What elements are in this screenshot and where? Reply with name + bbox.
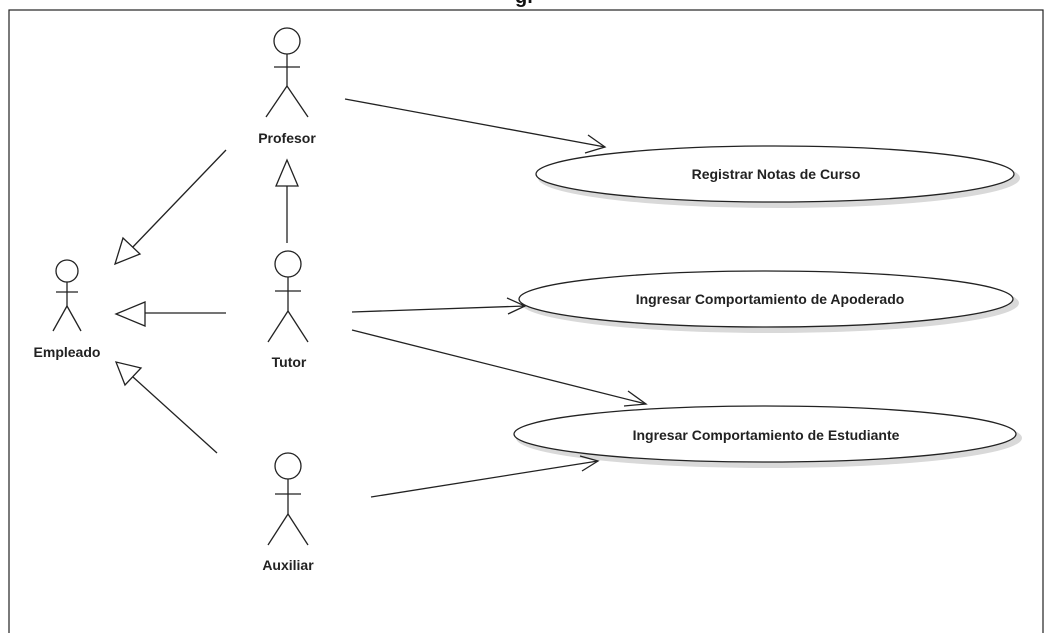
association-arrowhead: [623, 390, 648, 407]
diagram-title: gr: [425, 0, 625, 9]
diagram-border: [8, 9, 1044, 633]
association-profesor-registrar-notas: [344, 98, 607, 154]
generalization-tutor-empleado: [114, 301, 226, 327]
usecase-registrar-notas[interactable]: Registrar Notas de Curso: [535, 145, 1020, 208]
actor-label-profesor: Profesor: [258, 130, 316, 146]
generalization-auxiliar-empleado: [114, 361, 218, 454]
association-arrowhead: [506, 297, 527, 315]
actor-left-leg: [265, 85, 288, 118]
actor-tutor[interactable]: Tutor: [267, 250, 309, 370]
association-tutor-comportamiento-apoderado: [351, 297, 527, 315]
actor-head: [274, 250, 302, 278]
usecase-ellipse: [518, 270, 1014, 328]
usecase-ellipse: [513, 405, 1017, 463]
usecase-label-registrar-notas: Registrar Notas de Curso: [692, 166, 861, 182]
association-arrowhead: [579, 455, 600, 472]
association-line: [351, 305, 526, 313]
usecase-comportamiento-estudiante[interactable]: Ingresar Comportamiento de Estudiante: [513, 405, 1022, 468]
actor-left-leg: [52, 305, 68, 332]
generalization-arrowhead: [113, 236, 142, 266]
association-line: [351, 329, 647, 405]
actor-right-leg: [287, 513, 309, 546]
generalization-line: [132, 376, 218, 454]
usecase-label-comportamiento-apoderado: Ingresar Comportamiento de Apoderado: [636, 291, 905, 307]
actor-head: [273, 27, 301, 55]
generalization-tutor-profesor: [275, 158, 299, 243]
actor-profesor[interactable]: Profesor: [258, 27, 316, 146]
association-tutor-comportamiento-estudiante: [351, 329, 648, 407]
generalization-line: [129, 149, 227, 251]
actor-right-leg: [66, 305, 82, 332]
actor-label-auxiliar: Auxiliar: [262, 557, 314, 573]
association-line: [370, 460, 599, 498]
generalization-profesor-empleado: [113, 149, 227, 266]
usecase-comportamiento-apoderado[interactable]: Ingresar Comportamiento de Apoderado: [518, 270, 1019, 333]
actor-head: [274, 452, 302, 480]
generalization-arrowhead: [114, 361, 143, 387]
actor-head: [55, 259, 79, 283]
actor-left-leg: [267, 513, 289, 546]
association-auxiliar-comportamiento-estudiante: [370, 455, 600, 498]
actor-empleado[interactable]: Empleado: [34, 259, 101, 360]
actor-right-leg: [286, 85, 309, 118]
actor-left-leg: [267, 310, 289, 343]
actor-label-tutor: Tutor: [272, 354, 307, 370]
actor-auxiliar[interactable]: Auxiliar: [262, 452, 314, 573]
association-arrowhead: [584, 134, 607, 154]
usecase-label-comportamiento-estudiante: Ingresar Comportamiento de Estudiante: [633, 427, 900, 443]
usecase-ellipse: [535, 145, 1015, 203]
actor-right-leg: [287, 310, 309, 343]
actor-label-empleado: Empleado: [34, 344, 101, 360]
generalization-arrowhead: [275, 158, 299, 187]
generalization-arrowhead: [114, 301, 146, 327]
association-line: [344, 98, 606, 148]
